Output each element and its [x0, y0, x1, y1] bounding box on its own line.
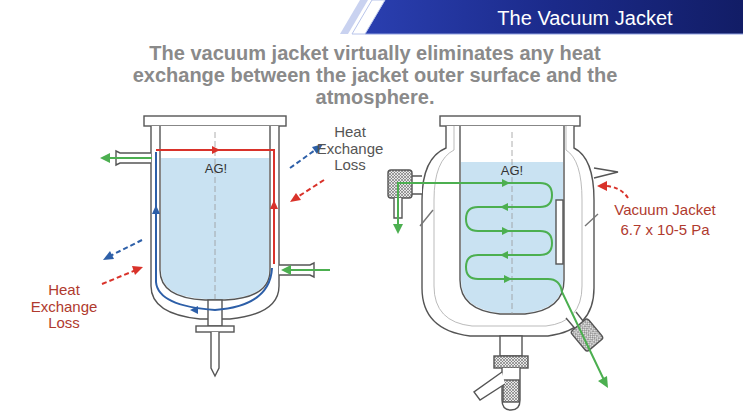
jacket-wall — [434, 126, 582, 326]
caption-text: The vacuum jacket virtually eliminates a… — [125, 42, 625, 108]
jacketed-reactor — [116, 116, 314, 376]
warm-flow — [156, 150, 274, 264]
outlet — [208, 300, 222, 326]
inner-vessel — [160, 126, 270, 300]
heat-loss-label: Heat Exchange Loss — [312, 124, 388, 174]
baffle — [556, 200, 563, 264]
vacuum-arrow — [597, 181, 628, 198]
vacuum-label: Vacuum Jacket — [600, 202, 730, 219]
center-line — [215, 132, 216, 300]
drain-tip — [211, 332, 219, 376]
heat-loss-label: Heat Exchange Loss — [26, 282, 102, 332]
heat-loss-arrows — [102, 144, 324, 284]
outer-jacket — [151, 126, 279, 319]
cold-flow — [156, 152, 272, 310]
side-arm — [474, 372, 505, 400]
valve — [196, 326, 234, 332]
agitator-mark: AG! — [196, 162, 236, 176]
knurled-cap — [570, 318, 604, 352]
banner-title: The Vacuum Jacket — [440, 7, 730, 29]
coil-flow — [393, 179, 608, 388]
flange — [440, 116, 580, 126]
bottom-fitting — [494, 356, 528, 368]
title-banner — [340, 0, 743, 34]
flow-lines — [100, 146, 330, 314]
agitator-mark: AG! — [492, 164, 532, 178]
nozzle — [594, 168, 618, 178]
vacuum-jacketed-reactor — [388, 116, 618, 410]
bottom-neck — [500, 336, 522, 356]
inner-vessel — [460, 126, 564, 314]
flange — [144, 116, 286, 126]
pressure-value: 6.7 x 10-5 Pa — [600, 222, 730, 239]
